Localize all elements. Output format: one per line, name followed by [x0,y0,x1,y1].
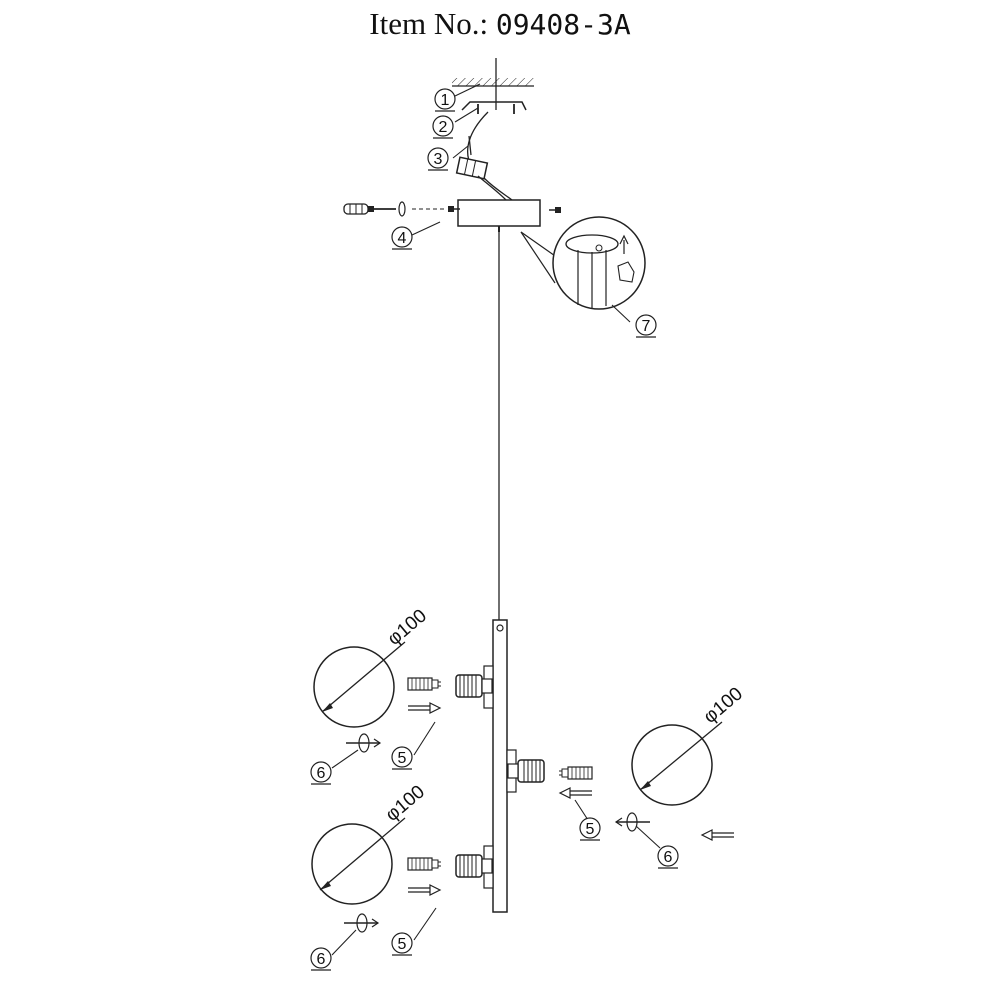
glass-shade-right [631,721,723,806]
rotate-right-icon [615,812,651,832]
svg-text:5: 5 [398,750,407,767]
screwdriver-icon [343,201,446,217]
mounting-bracket [461,101,527,114]
item-number-title: Item No.: 09408-3A [0,6,1000,42]
callout-6-right: 6 [657,845,679,869]
screw-left-icon [448,206,460,212]
callout-2: 2 [432,115,454,139]
glass-shade-upper-left [313,641,406,728]
bulb-right [558,766,593,780]
socket-lower-left [455,845,494,889]
bulb-upper-left [407,677,442,691]
svg-text:7: 7 [642,318,651,335]
socket-right [506,749,545,793]
svg-text:1: 1 [441,92,450,109]
svg-text:6: 6 [317,765,326,782]
canopy [457,199,541,227]
ceiling [452,78,534,87]
arrow-upper-left-icon [407,702,441,714]
callout-4: 4 [391,226,413,250]
dimension-lower-left: φ100 [382,781,429,825]
rotate-lower-left-icon [343,913,379,933]
svg-text:6: 6 [664,849,673,866]
glass-shade-lower-left [311,817,406,905]
screw-right-icon [549,207,561,213]
svg-text:5: 5 [398,936,407,953]
callout-3: 3 [427,147,449,171]
dimension-right: φ100 [700,683,747,727]
callout-6-upper: 6 [310,761,332,785]
cable-grip-detail [520,216,646,310]
svg-text:6: 6 [317,951,326,968]
bulb-lower-left [407,857,442,871]
svg-text:2: 2 [439,119,448,136]
terminal-block [455,135,489,180]
callout-5-upper: 5 [391,746,413,770]
callout-leaders [331,83,661,956]
svg-text:3: 3 [434,151,443,168]
arrow-lower-left-icon [407,884,441,896]
svg-text:4: 4 [398,230,407,247]
callout-5-lower: 5 [391,932,413,956]
callout-1: 1 [434,88,456,112]
callout-7: 7 [635,314,657,338]
rotate-upper-left-icon [345,733,381,753]
fixture-body [492,619,508,913]
svg-text:5: 5 [586,821,595,838]
dimension-upper-left: φ100 [384,605,431,649]
arrow-right-shade-icon [701,829,735,841]
canopy-wires [477,175,513,201]
item-code: 09408-3A [495,8,631,41]
socket-upper-left [455,665,494,709]
callout-6-lower: 6 [310,947,332,971]
item-label: Item No.: [369,6,489,41]
callout-5-right: 5 [579,817,601,841]
arrow-right-socket-icon [559,787,593,799]
